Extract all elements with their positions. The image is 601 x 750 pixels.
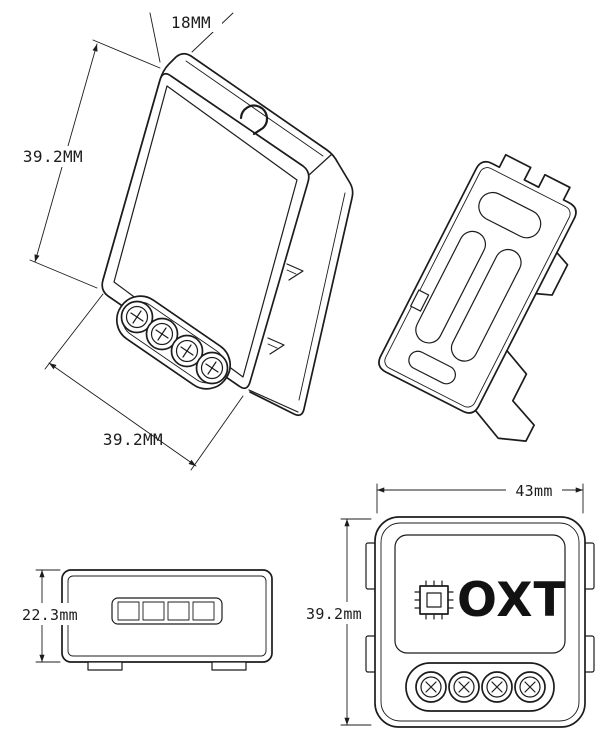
dimension-label: 39.2MM [103, 430, 163, 449]
front-view: OXT 43mm [298, 481, 595, 728]
iso-terminal-block [115, 295, 232, 390]
bracket-slot [408, 350, 456, 385]
clip-icon [286, 263, 304, 281]
iso-front-panel [113, 85, 298, 378]
side-view: 22.3mm [14, 569, 273, 671]
dim-39-2mm-height: 39.2MM [15, 39, 161, 289]
front-panel [394, 534, 566, 654]
dimension-label: 43mm [515, 482, 552, 500]
dimension-label: 18MM [171, 13, 211, 32]
front-inner-rim [380, 522, 580, 722]
bracket-plate [378, 153, 577, 414]
bracket-slot [478, 191, 542, 239]
bracket-slot [415, 230, 487, 344]
dim-43mm: 43mm [376, 481, 584, 514]
clip-icon [267, 337, 285, 355]
brand-logo: OXT [457, 573, 567, 628]
side-feet [87, 661, 247, 671]
bracket-slot [450, 248, 522, 362]
screw-terminal-icon [145, 317, 179, 351]
dim-22-3mm: 22.3mm [14, 569, 86, 663]
screw-terminal-icon [195, 351, 229, 385]
front-side-clips [365, 542, 595, 673]
screw-terminal-icon [120, 300, 154, 334]
front-terminal-strip [405, 662, 555, 712]
screw-terminal-icon [481, 671, 513, 703]
bracket-clip [535, 251, 569, 296]
isometric-view: 18MM 39.2MM 39.2MM [15, 12, 354, 471]
dimension-label: 39.2MM [23, 147, 83, 166]
mounting-bracket-view [378, 153, 577, 442]
side-slot-segments [117, 601, 215, 621]
chip-icon [414, 580, 454, 620]
iso-side-clips [267, 263, 304, 355]
screw-terminal-icon [514, 671, 546, 703]
iso-edge-details [185, 60, 346, 413]
dim-39-2mm-front: 39.2mm [298, 518, 372, 726]
dim-39-2mm-width: 39.2MM [44, 293, 244, 471]
dimension-label: 39.2mm [306, 605, 362, 623]
side-terminal-slot [111, 597, 223, 625]
dimension-label: 22.3mm [22, 606, 78, 624]
screw-terminal-icon [448, 671, 480, 703]
bracket-inner-rim [384, 167, 571, 408]
bracket-foot [475, 349, 535, 442]
hook-icon [239, 104, 269, 136]
dim-18mm: 18MM [149, 12, 234, 63]
screw-terminal-icon [415, 671, 447, 703]
bracket-hole [410, 289, 430, 312]
